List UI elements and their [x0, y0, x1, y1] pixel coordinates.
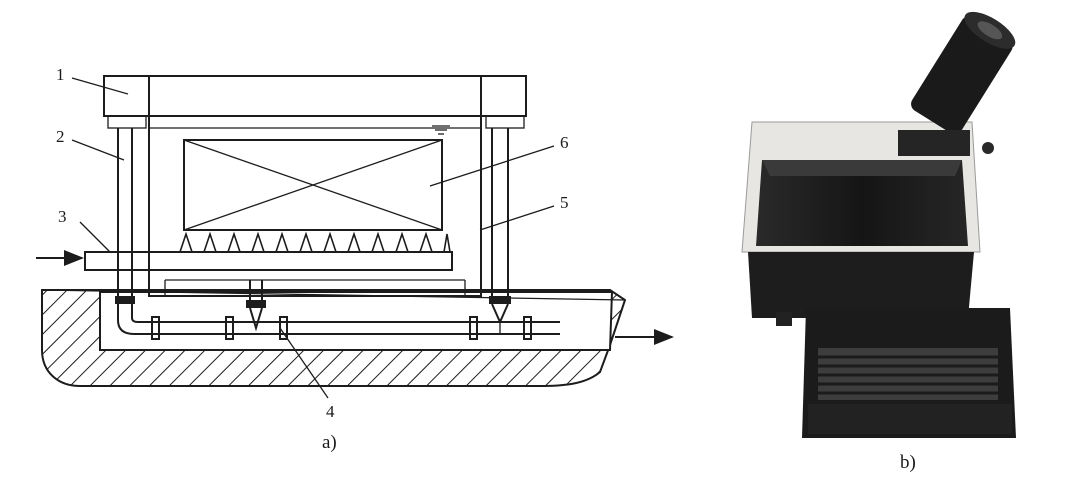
- callout-6: 6: [560, 133, 569, 152]
- heater-fins: [179, 231, 451, 253]
- drain-valve: [246, 280, 266, 332]
- callout-4: 4: [326, 402, 335, 421]
- leader-lines: [71, 77, 555, 399]
- basket-mesh: [818, 355, 998, 395]
- callout-2: 2: [56, 127, 65, 146]
- left-pipe: [115, 128, 560, 335]
- callout-1: 1: [56, 65, 65, 84]
- callout-3: 3: [58, 207, 67, 226]
- heater-tube: [36, 231, 453, 271]
- right-pipe: [489, 128, 511, 334]
- ground-foundation: [41, 289, 627, 387]
- callout-5: 5: [560, 193, 569, 212]
- caption-b: b): [900, 452, 916, 473]
- workpiece-basket: [183, 139, 443, 231]
- degreasing-tank-photo-icon: [741, 11, 1016, 438]
- panel-b-photo: b): [741, 11, 1016, 473]
- panel-a-diagram: 1 2 3 4 5 6 a): [36, 65, 674, 453]
- tank-frame: [103, 75, 527, 297]
- caption-a: a): [322, 432, 337, 453]
